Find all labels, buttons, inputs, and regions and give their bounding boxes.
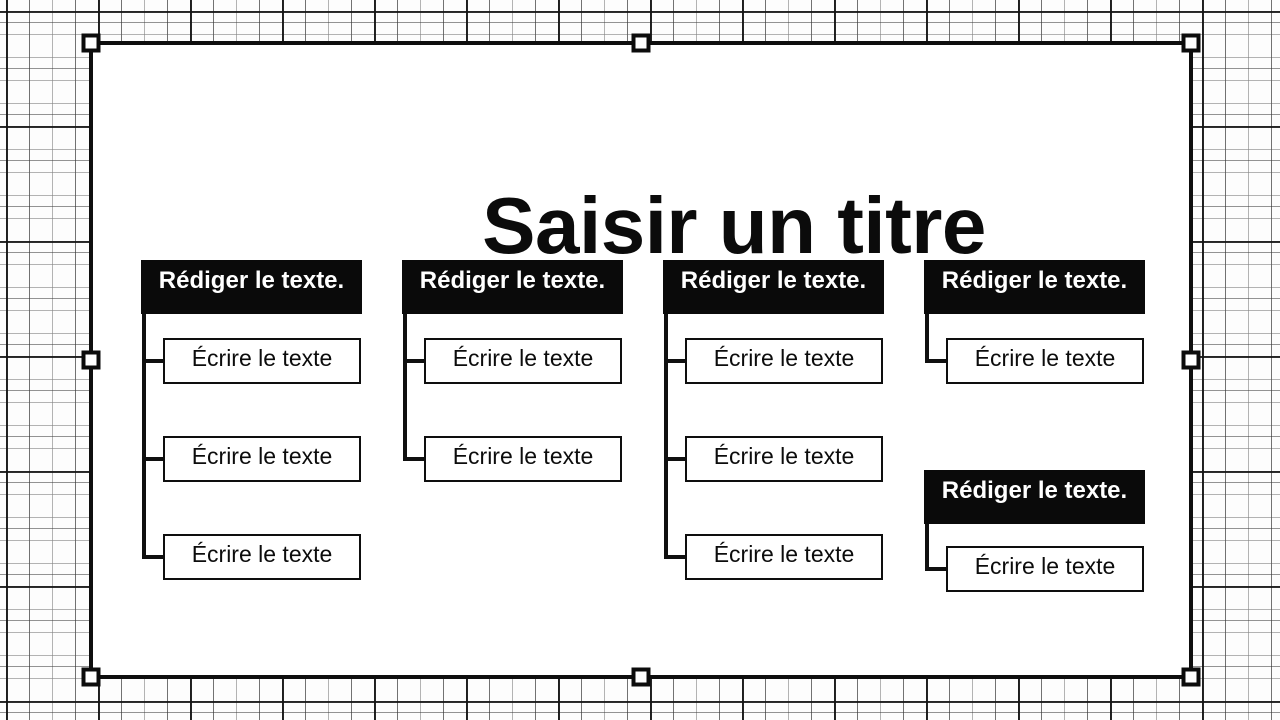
resize-handle-top-right[interactable] (1181, 33, 1201, 53)
connector-line-vertical (925, 313, 929, 363)
connector-line-vertical (142, 313, 146, 559)
text-box[interactable]: Écrire le texte (163, 436, 361, 482)
connector-line-stub (925, 567, 949, 571)
column-header-box[interactable]: Rédiger le texte. (924, 260, 1145, 314)
resize-handle-middle-left[interactable] (81, 350, 101, 370)
connector-line-stub (142, 457, 166, 461)
connector-line-stub (142, 359, 166, 363)
resize-handle-bottom-right[interactable] (1181, 667, 1201, 687)
text-box[interactable]: Écrire le texte (163, 338, 361, 384)
connector-line-stub (403, 359, 427, 363)
text-box[interactable]: Écrire le texte (424, 338, 622, 384)
connector-line-stub (925, 359, 949, 363)
column-header-box[interactable]: Rédiger le texte. (663, 260, 884, 314)
text-box[interactable]: Écrire le texte (685, 534, 883, 580)
column-header-box[interactable]: Rédiger le texte. (924, 470, 1145, 524)
connector-line-stub (142, 555, 166, 559)
text-box[interactable]: Écrire le texte (424, 436, 622, 482)
connector-line-stub (403, 457, 427, 461)
text-box[interactable]: Écrire le texte (685, 338, 883, 384)
connector-line-stub (664, 359, 688, 363)
resize-handle-top-center[interactable] (631, 33, 651, 53)
connector-line-vertical (664, 313, 668, 559)
text-box[interactable]: Écrire le texte (685, 436, 883, 482)
slide-title[interactable]: Saisir un titre (482, 181, 986, 270)
connector-line-stub (664, 555, 688, 559)
connector-line-stub (664, 457, 688, 461)
text-box[interactable]: Écrire le texte (946, 546, 1144, 592)
text-box[interactable]: Écrire le texte (163, 534, 361, 580)
resize-handle-bottom-left[interactable] (81, 667, 101, 687)
column-header-box[interactable]: Rédiger le texte. (141, 260, 362, 314)
text-box[interactable]: Écrire le texte (946, 338, 1144, 384)
resize-handle-bottom-center[interactable] (631, 667, 651, 687)
connector-line-vertical (403, 313, 407, 461)
connector-line-vertical (925, 523, 929, 571)
resize-handle-middle-right[interactable] (1181, 350, 1201, 370)
resize-handle-top-left[interactable] (81, 33, 101, 53)
column-header-box[interactable]: Rédiger le texte. (402, 260, 623, 314)
